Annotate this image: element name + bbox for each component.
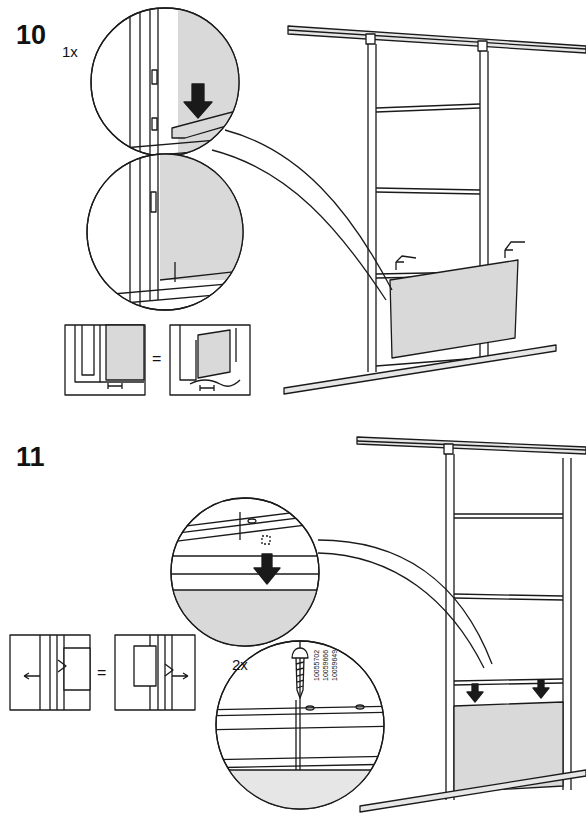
- detail-box: [65, 325, 250, 395]
- detail-circle: [200, 640, 400, 817]
- quantity: 1x: [62, 44, 78, 59]
- equals-sign: =: [152, 351, 161, 367]
- step-number: 10: [16, 22, 46, 49]
- wardrobe-frame: [284, 26, 586, 394]
- part-number: 10055702: [313, 650, 320, 681]
- part-number: 10059666: [322, 650, 329, 681]
- detail-box: [10, 635, 195, 710]
- equals-sign: =: [97, 665, 106, 681]
- leader-line: [318, 540, 492, 664]
- leader-line: [225, 130, 392, 290]
- leader-line: [318, 553, 484, 668]
- screw: [292, 648, 308, 698]
- quantity: 2x: [232, 657, 248, 672]
- detail-circle: [87, 150, 250, 320]
- detail-circle: [170, 498, 330, 660]
- detail-circle: [91, 0, 258, 160]
- part-number: 10059649: [331, 650, 338, 681]
- wardrobe-frame: [357, 437, 586, 812]
- step-number: 11: [16, 444, 45, 471]
